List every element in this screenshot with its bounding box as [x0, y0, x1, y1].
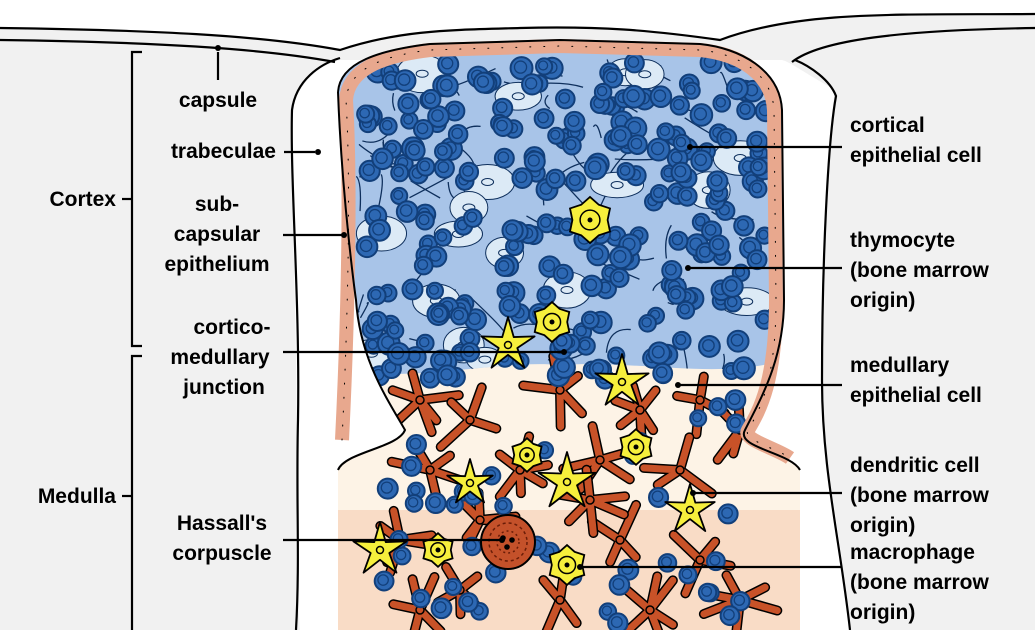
thymocyte-cell: [648, 139, 670, 161]
thymocyte-cell: [649, 342, 670, 363]
cortical-epithelial-process: [383, 140, 384, 148]
macrophage-nucleus: [565, 563, 570, 568]
macrophage-nucleus: [634, 445, 639, 450]
hassalls-label-2: corpuscle: [172, 542, 271, 565]
dendritic-label-2: (bone marrow: [850, 484, 990, 507]
macrophage-label-2: (bone marrow: [850, 571, 990, 594]
thymocyte-label-2: (bone marrow: [850, 259, 990, 282]
subcapsular-label-1: sub-: [195, 193, 239, 216]
hassalls-corpuscle: [481, 515, 535, 569]
medullary-epithelial-label-2: epithelial cell: [850, 384, 982, 407]
subcapsular-label-3: epithelium: [164, 253, 269, 276]
hassalls-label-1: Hassall's: [177, 512, 267, 535]
cortical-epithelial-label-1: cortical: [850, 114, 925, 137]
thymocyte-cell: [691, 104, 713, 126]
dendritic-label-1: dendritic cell: [850, 454, 980, 477]
corticomedullary-label-3: junction: [182, 376, 265, 399]
trabeculae-label: trabeculae: [171, 140, 276, 163]
thymocyte-cell: [733, 357, 755, 379]
cortical-epithelial-label-2: epithelial cell: [850, 144, 982, 167]
macrophage-nucleus: [436, 548, 441, 553]
thymocyte-cell: [610, 247, 632, 269]
thymocyte-cell: [623, 86, 645, 108]
macrophage-nucleus: [588, 218, 593, 223]
macrophage-label-3: origin): [850, 601, 915, 624]
thymocyte-cell: [587, 244, 608, 265]
thymocyte-cell: [585, 157, 607, 179]
macrophage-nucleus: [525, 453, 530, 458]
medullary-epithelial-label-1: medullary: [850, 354, 950, 377]
macrophage-label-1: macrophage: [850, 541, 975, 564]
corticomedullary-label-2: medullary: [170, 346, 270, 369]
dendritic-label-3: origin): [850, 514, 915, 537]
capsule-label: capsule: [179, 89, 257, 112]
macrophage-nucleus: [550, 320, 555, 325]
corticomedullary-label-1: cortico-: [193, 316, 270, 339]
cortex-label: Cortex: [49, 188, 116, 211]
subcapsular-label-2: capsular: [174, 223, 260, 246]
thymocyte-cell: [437, 76, 458, 97]
thymocyte-label-3: origin): [850, 289, 915, 312]
thymocyte-cell: [388, 343, 410, 365]
medulla-label: Medulla: [38, 485, 116, 508]
thymocyte-label-1: thymocyte: [850, 229, 955, 252]
